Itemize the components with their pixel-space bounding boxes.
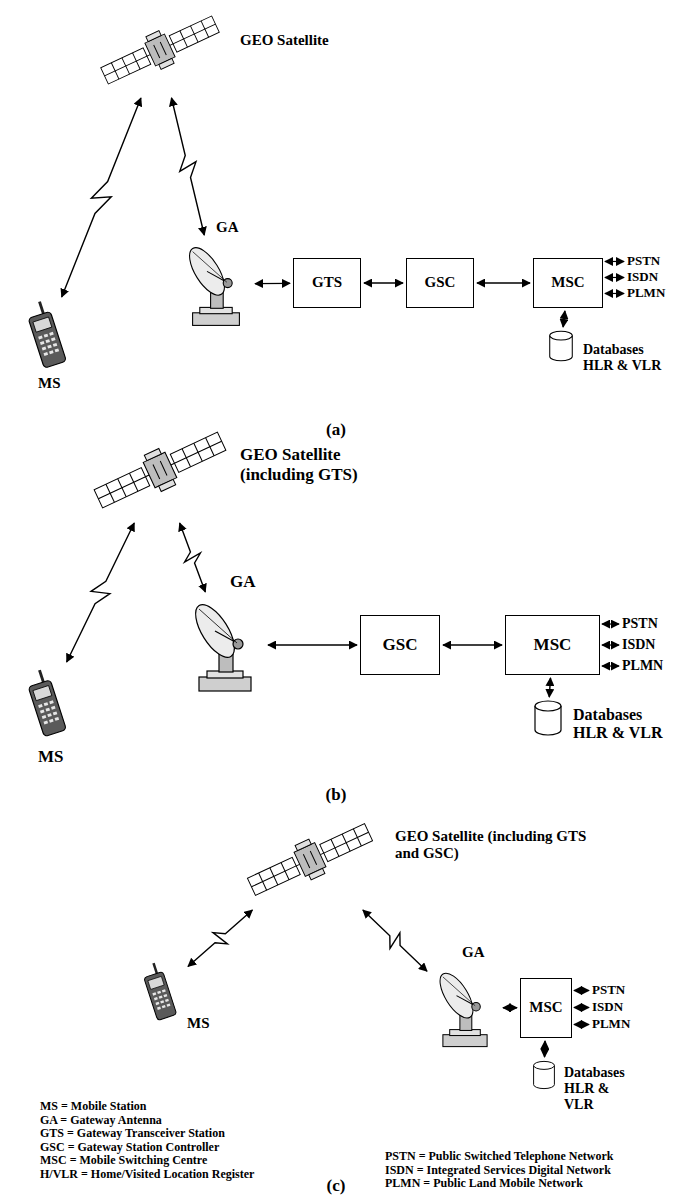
process-box: GSC bbox=[360, 615, 440, 675]
abbreviation-key: PLMN = Public Land Mobile Network bbox=[385, 1177, 583, 1191]
satellite-icon bbox=[240, 812, 380, 907]
abbreviation-key: ISDN = Integrated Services Digital Netwo… bbox=[385, 1164, 611, 1178]
node-label: GEO Satellite (including GTS and GSC) bbox=[395, 828, 595, 863]
process-box: MSC bbox=[520, 978, 572, 1038]
network-arrow bbox=[574, 990, 589, 991]
node-label: MS bbox=[38, 375, 61, 392]
mobile-station: MS bbox=[135, 960, 185, 1022]
gateway-antenna: GA bbox=[180, 238, 252, 330]
process-box: MSC bbox=[505, 615, 600, 675]
radio-link bbox=[67, 523, 135, 662]
radio-link bbox=[188, 910, 252, 966]
network-label: ISDN bbox=[592, 1000, 623, 1015]
abbreviation-key: GTS = Gateway Transceiver Station bbox=[40, 1127, 225, 1141]
phone-icon bbox=[18, 665, 76, 740]
node-label: Databases HLR & VLR bbox=[583, 342, 668, 374]
connector bbox=[255, 283, 290, 285]
connector bbox=[364, 282, 403, 283]
antenna-icon bbox=[180, 238, 252, 330]
connector bbox=[549, 678, 550, 697]
node-label: MSC bbox=[529, 999, 562, 1016]
radio-link bbox=[180, 523, 206, 592]
node-label: GA bbox=[230, 572, 256, 592]
network-arrow bbox=[602, 665, 619, 666]
node-label: MS bbox=[187, 1015, 210, 1032]
network-label: ISDN bbox=[627, 270, 658, 285]
panel-caption: (a) bbox=[300, 420, 372, 440]
node-label: MSC bbox=[551, 274, 584, 291]
database-icon bbox=[533, 700, 563, 736]
antenna-icon bbox=[430, 965, 500, 1050]
node-label: Databases HLR & VLR bbox=[573, 706, 673, 743]
abbreviation-key: GA = Gateway Antenna bbox=[40, 1114, 162, 1128]
radio-link bbox=[363, 910, 427, 971]
abbreviation-key: MSC = Mobile Switching Centre bbox=[40, 1154, 207, 1168]
satellite: GEO Satellite bbox=[95, 5, 225, 95]
network-arrow bbox=[605, 261, 624, 262]
connector bbox=[503, 1007, 517, 1008]
antenna-icon bbox=[185, 595, 265, 695]
abbreviation-key: H/VLR = Home/Visited Location Register bbox=[40, 1168, 254, 1182]
mobile-station: MS bbox=[18, 665, 76, 740]
network-label: PLMN bbox=[622, 658, 663, 674]
radio-link bbox=[171, 98, 204, 235]
node-label: MS bbox=[38, 747, 64, 767]
abbreviation-key: PSTN = Public Switched Telephone Network bbox=[385, 1150, 614, 1164]
database-cylinder: Databases HLR & VLR bbox=[548, 330, 574, 362]
node-label: GTS bbox=[312, 274, 342, 291]
network-arrow bbox=[574, 1007, 589, 1008]
satellite-icon bbox=[95, 5, 225, 95]
node-label: GEO Satellite bbox=[240, 32, 329, 49]
connector bbox=[477, 282, 530, 283]
node-label: GA bbox=[462, 944, 485, 961]
network-label: PLMN bbox=[592, 1017, 630, 1032]
node-label: GSC bbox=[383, 635, 418, 655]
phone-icon bbox=[18, 300, 76, 368]
database-icon bbox=[548, 330, 574, 362]
abbreviation-key: MS = Mobile Station bbox=[40, 1100, 147, 1114]
connector bbox=[544, 1041, 546, 1057]
satellite-icon bbox=[90, 420, 230, 520]
connector bbox=[563, 311, 565, 327]
abbreviation-key: GSC = Gateway Station Controller bbox=[40, 1141, 219, 1155]
database-cylinder: Databases HLR & VLR bbox=[533, 700, 563, 736]
node-label: GEO Satellite (including GTS) bbox=[240, 445, 400, 484]
radio-link bbox=[62, 98, 141, 297]
network-label: PSTN bbox=[627, 254, 660, 269]
process-box: GSC bbox=[406, 258, 474, 308]
process-box: GTS bbox=[293, 258, 361, 308]
node-label: GA bbox=[216, 219, 239, 236]
network-arrow bbox=[605, 293, 624, 294]
node-label: Databases HLR & VLR bbox=[564, 1065, 639, 1113]
satellite: GEO Satellite (including GTS) bbox=[90, 420, 230, 520]
mobile-station: MS bbox=[18, 300, 76, 368]
gateway-antenna: GA bbox=[185, 595, 265, 695]
satellite: GEO Satellite (including GTS and GSC) bbox=[240, 812, 380, 907]
database-icon bbox=[532, 1060, 556, 1090]
database-cylinder: Databases HLR & VLR bbox=[532, 1060, 556, 1090]
network-arrow bbox=[574, 1024, 589, 1025]
gateway-antenna: GA bbox=[430, 965, 500, 1050]
network-arrow bbox=[605, 277, 624, 278]
network-arrow bbox=[602, 623, 619, 624]
node-label: GSC bbox=[425, 274, 456, 291]
connector bbox=[443, 644, 502, 645]
panel-caption: (b) bbox=[300, 785, 372, 805]
phone-icon bbox=[135, 960, 185, 1022]
panel-caption: (c) bbox=[300, 1176, 372, 1196]
network-arrow bbox=[602, 644, 619, 645]
connector bbox=[268, 644, 357, 645]
network-label: PSTN bbox=[622, 616, 658, 632]
node-label: MSC bbox=[534, 635, 572, 655]
network-label: ISDN bbox=[622, 637, 655, 653]
network-label: PLMN bbox=[627, 286, 665, 301]
process-box: MSC bbox=[533, 258, 603, 308]
network-label: PSTN bbox=[592, 983, 625, 998]
